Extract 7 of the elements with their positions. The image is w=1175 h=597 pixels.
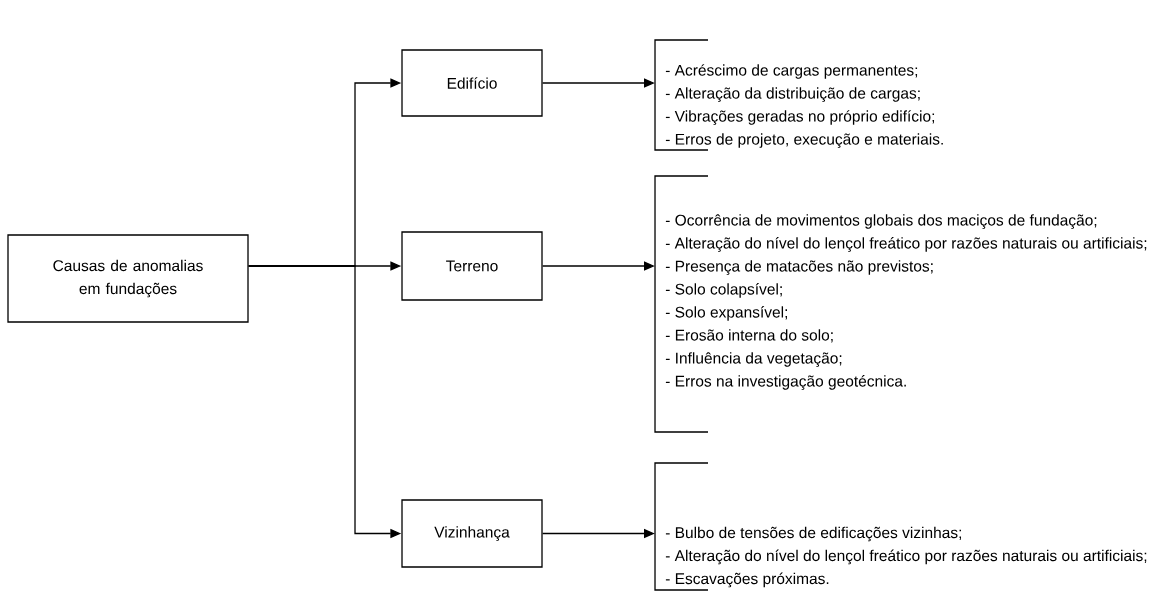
process-box: Edifício	[401, 49, 543, 117]
process-box: Causas de anomalias em fundações	[7, 234, 249, 323]
bracket-list: - Bulbo de tensões de edificações vizinhas; - Alteração do nível do lençol freático por razões naturais ou artificiais; - Escavações próximas.	[654, 462, 1147, 591]
process-box: Terreno	[401, 231, 543, 301]
bracket-list: - Acréscimo de cargas permanentes; - Alteração da distribuição de cargas; - Vibrações geradas no próprio edifício; - Erros de projeto, execução e materiais.	[654, 39, 943, 151]
bracket-list: - Ocorrência de movimentos globais dos maciços de fundação; - Alteração do nível do lençol freático por razões naturais ou artificiais; - Presença de matacões não previstos; - Solo colapsível; - Solo expansível; - Erosão interna do solo; - Influência da vegetação; - Erros na investigação geotécnica.	[654, 175, 1147, 433]
process-box: Vizinhança	[401, 499, 543, 568]
